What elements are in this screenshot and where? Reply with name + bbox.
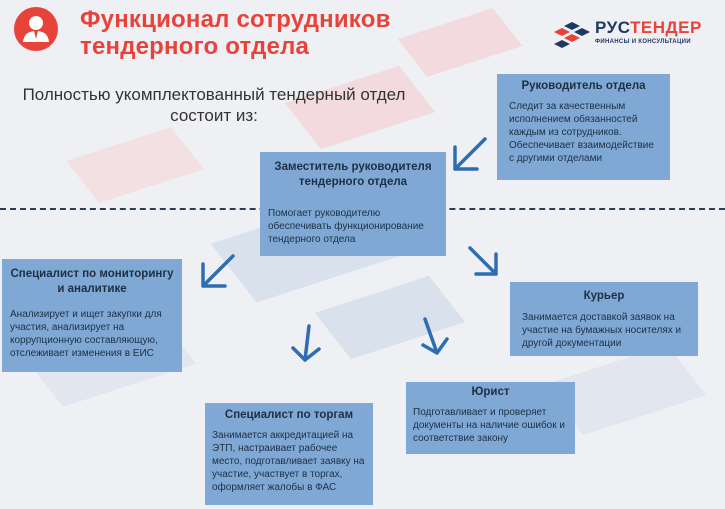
logo-name-part1: РУС xyxy=(595,18,631,37)
role-desc-deputy: Помогает руководителю обеспечивать функц… xyxy=(268,208,424,245)
role-desc-trader: Занимается аккредитацией на ЭТП, настраи… xyxy=(212,430,365,493)
role-box-head: Руководитель отдела Следит за качественн… xyxy=(497,74,670,180)
background-shape xyxy=(397,8,523,77)
role-desc-analyst: Анализирует и ищет закупки для участия, … xyxy=(10,309,162,359)
role-title-deputy-line1: Заместитель руководителя xyxy=(274,161,432,173)
title-line-1: Функционал сотрудников xyxy=(80,6,391,33)
role-title-lawyer: Юрист xyxy=(471,386,510,398)
subtitle-line-2: состоит из: xyxy=(170,106,258,125)
logo-tagline: ФИНАНСЫ И КОНСУЛЬТАЦИИ xyxy=(595,39,691,45)
role-box-lawyer: Юрист Подготавливает и проверяет докумен… xyxy=(406,382,575,454)
role-title-head: Руководитель отдела xyxy=(521,80,646,92)
role-desc-head: Следит за качественным исполнением обяза… xyxy=(509,101,654,164)
logo-mark-icon xyxy=(554,22,590,48)
subtitle: Полностью укомплектованный тендерный отд… xyxy=(14,84,414,126)
role-desc-lawyer: Подготавливает и проверяет документы на … xyxy=(413,407,565,444)
arrow-down-icon xyxy=(285,322,329,366)
arrow-down-left-icon xyxy=(195,250,239,294)
role-title-analyst-line1: Специалист по мониторингу xyxy=(10,268,174,280)
arrow-down-left-icon xyxy=(447,133,491,177)
role-title-courier: Курьер xyxy=(583,290,625,302)
arrow-down-right-icon xyxy=(407,315,451,359)
role-box-analyst: Специалист по мониторингу и аналитике Ан… xyxy=(2,259,182,372)
subtitle-line-1: Полностью укомплектованный тендерный отд… xyxy=(22,85,406,104)
role-title-deputy: Заместитель руководителя тендерного отде… xyxy=(260,160,446,190)
title-line-2: тендерного отдела xyxy=(80,33,310,60)
role-box-courier: Курьер Занимается доставкой заявок на уч… xyxy=(510,282,698,356)
logo-name: РУСТЕНДЕР xyxy=(595,18,702,38)
role-box-trader: Специалист по торгам Занимается аккредит… xyxy=(205,403,373,505)
role-title-analyst-line2: и аналитике xyxy=(57,283,127,295)
role-title-trader: Специалист по торгам xyxy=(224,409,354,421)
page-title: Функционал сотрудников тендерного отдела xyxy=(80,6,391,60)
logo-name-part2: ТЕНДЕР xyxy=(630,18,702,37)
role-title-analyst: Специалист по мониторингу и аналитике xyxy=(2,267,182,297)
user-icon xyxy=(14,7,58,51)
background-shape xyxy=(66,127,204,203)
role-title-deputy-line2: тендерного отдела xyxy=(298,176,408,188)
company-logo: РУСТЕНДЕР ФИНАНСЫ И КОНСУЛЬТАЦИИ xyxy=(548,18,708,50)
role-desc-courier: Занимается доставкой заявок на участие н… xyxy=(522,312,682,349)
role-box-deputy: Заместитель руководителя тендерного отде… xyxy=(260,152,446,256)
arrow-down-right-icon xyxy=(462,240,506,284)
